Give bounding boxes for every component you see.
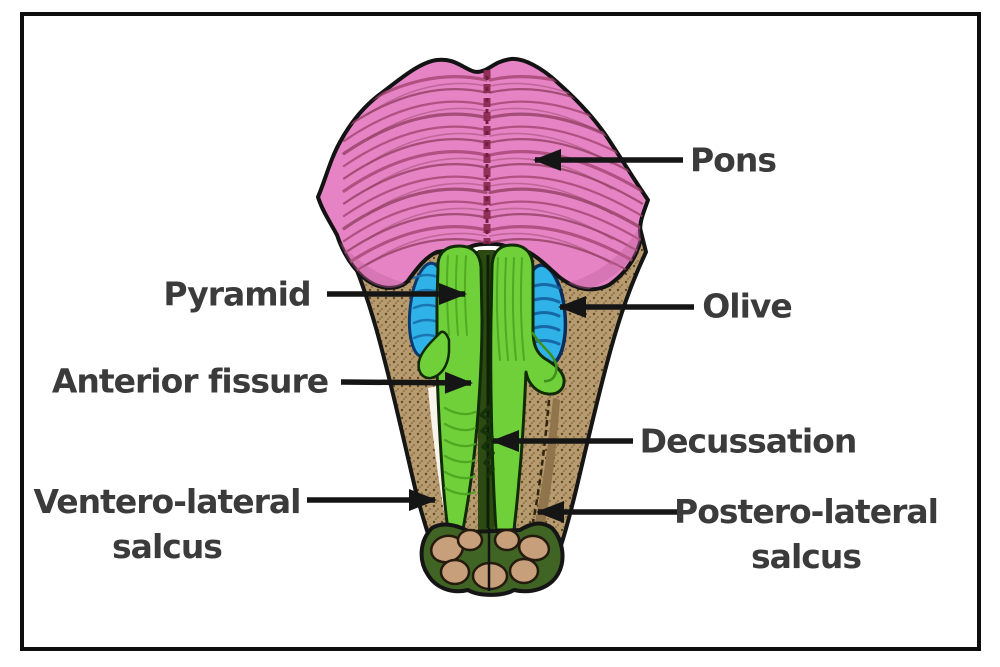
posterolateral-sulcus-line: [531, 399, 551, 523]
pons-bottom-shading: [324, 226, 648, 290]
label-pons: Pons: [690, 140, 777, 180]
posterolateral-sulcus-strip: [535, 398, 560, 524]
label-pyramid: Pyramid: [163, 274, 311, 314]
pons-shape: [316, 56, 650, 292]
arrows: [307, 149, 694, 523]
anterior-fissure-arrow: [340, 371, 473, 394]
label-postero-lateral-salcus: Postero-lateral salcus: [674, 492, 939, 576]
left-pyramid-hook: [417, 330, 451, 380]
label-anterior-fissure: Anterior fissure: [51, 361, 329, 401]
spinal-cord-stump: [419, 521, 565, 597]
label-olive: Olive: [702, 286, 793, 326]
right-pyramid-hook-inner-line: [530, 331, 558, 383]
label-decussation: Decussation: [639, 421, 858, 461]
pons-striations: [342, 75, 644, 280]
decussation-zigzag: [479, 404, 495, 479]
label-ventero-lateral-salcus: Ventero-lateral salcus: [33, 482, 302, 566]
